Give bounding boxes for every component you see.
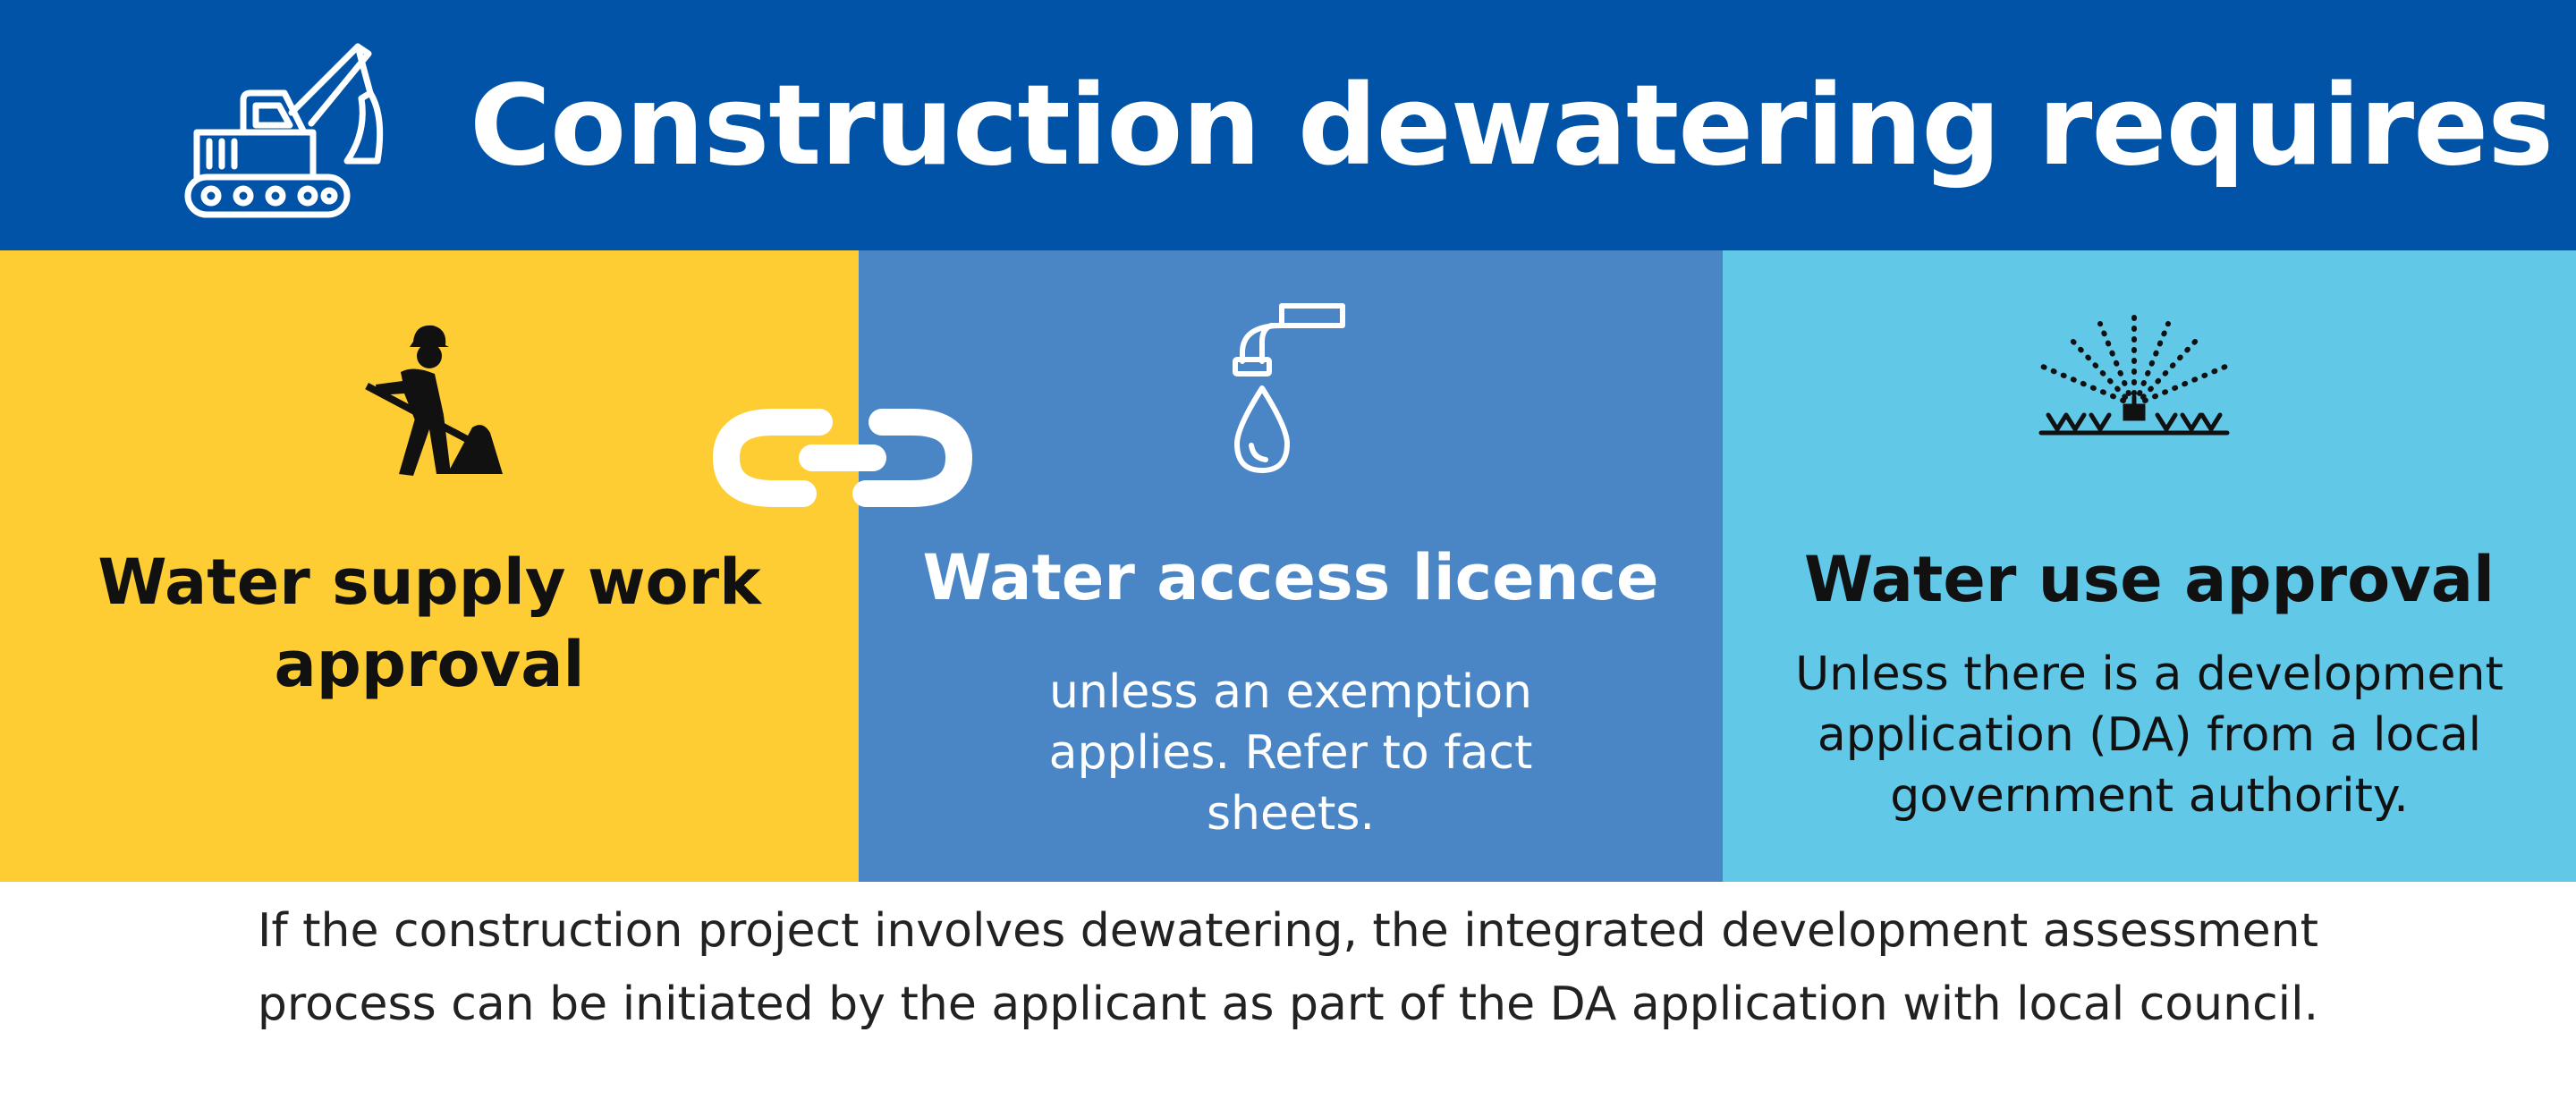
water-tap-drop-icon [1233, 303, 1345, 473]
panel-water-access-licence: Water access licence unless an exemption… [859, 250, 1723, 882]
footer-note: If the construction project involves dew… [257, 904, 2319, 1031]
excavator-icon [184, 43, 384, 218]
panel-water-use-approval: Water use approval Unless there is a dev… [1723, 250, 2576, 882]
construction-worker-icon [365, 325, 503, 476]
panel-water-supply-work: Water supply work approval [0, 250, 859, 882]
heading-water-use-approval: Water use approval [1803, 543, 2496, 616]
water-use-approval-note: Unless there is a development applicatio… [1795, 647, 2504, 823]
page-title: Construction dewatering requires [470, 62, 2554, 190]
header-banner: Construction dewatering requires [0, 0, 2576, 250]
heading-water-access-licence: Water access licence [922, 541, 1659, 614]
heading-water-supply-work-approval: Water supply work approval [97, 546, 761, 701]
chain-link-icon [712, 409, 973, 507]
sprinkler-icon [2038, 307, 2230, 436]
water-access-licence-note: unless an exemption applies. Refer to fa… [1048, 665, 1533, 841]
